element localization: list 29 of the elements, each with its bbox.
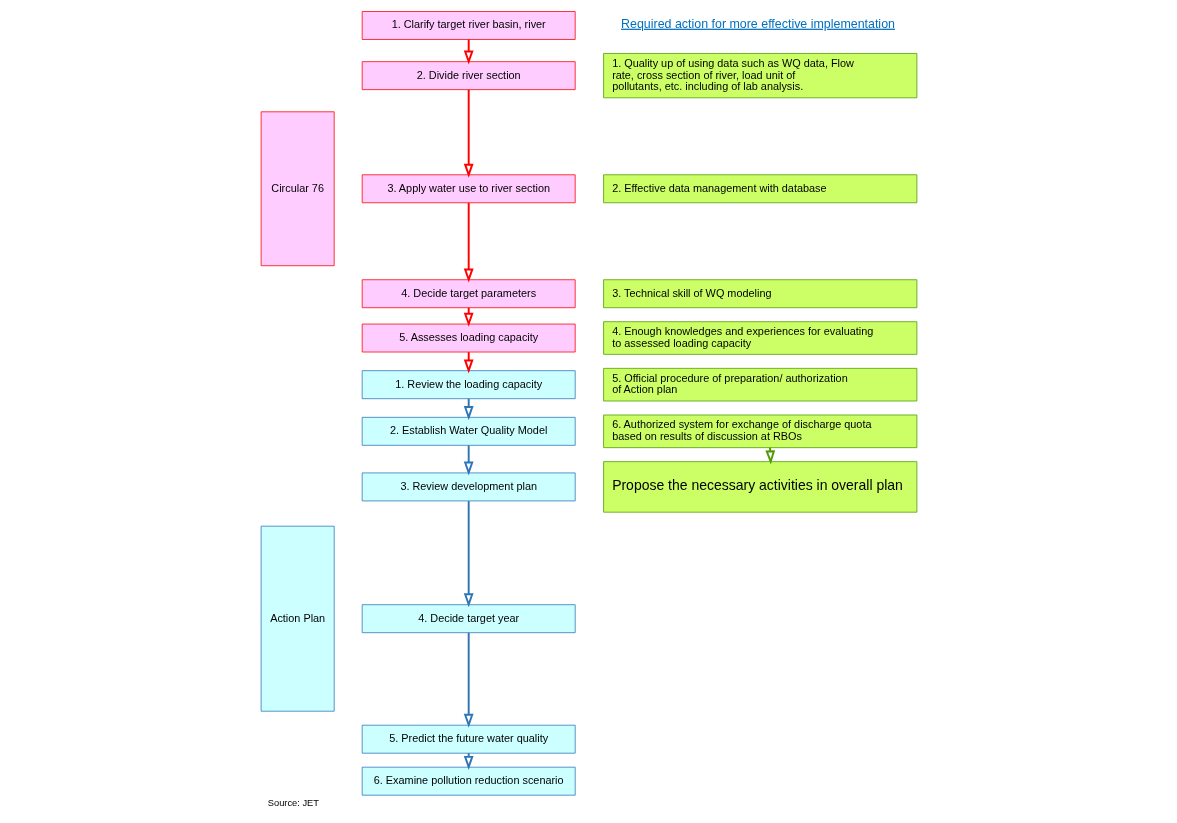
node-box: 1. Clarify target river basin, river [361,11,576,40]
arrow [463,201,474,283]
node-box: 1. Quality up of using data such as WQ data, Flow rate, cross section of river, load unit of pollutants, etc. including of lab analysis. [602,53,917,99]
node-box: 2. Establish Water Quality Model [361,416,576,446]
node-box: Action Plan [260,525,335,712]
arrow [463,38,474,65]
arrow [463,500,474,608]
arrow [463,631,474,728]
arrow [463,306,474,327]
arrow [463,88,474,178]
node-box: 1. Review the loading capacity [361,370,576,400]
node-box: 3. Apply water use to river section [361,174,576,204]
node-box: Circular 76 [260,111,335,267]
node-box: 5. Assesses loading capacity [361,323,576,353]
arrow [463,444,474,476]
label: Required action for more effective implementation [620,16,895,31]
node-box: 3. Technical skill of WQ modeling [602,279,917,309]
node-box: 5. Predict the future water quality [361,724,576,754]
node-box: 2. Effective data management with database [602,174,917,204]
node-box: 4. Decide target parameters [361,279,576,309]
node-box: 5. Official procedure of preparation/ authorization of Action plan [602,367,917,402]
node-box: 3. Review development plan [361,472,576,502]
node-box: Propose the necessary activities in overall plan [602,461,917,513]
node-box: 4. Enough knowledges and experiences for evaluating to assessed loading capacity [602,321,917,355]
node-box: 4. Decide target year [361,604,576,634]
node-box: 6. Examine pollution reduction scenario [361,766,576,796]
node-box: 6. Authorized system for exchange of discharge quota based on results of discussion at RBOs [602,414,917,449]
node-box: 2. Divide river section [361,61,576,91]
caption: Source: JET [267,797,319,808]
